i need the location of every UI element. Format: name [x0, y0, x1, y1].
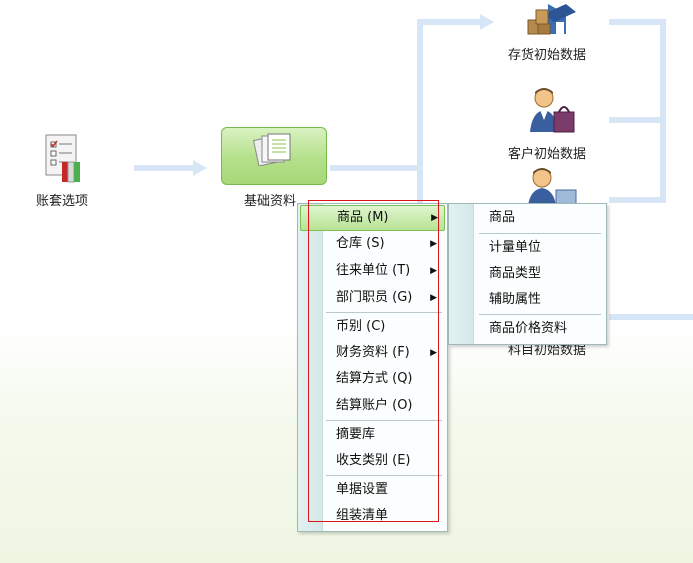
submenu-item-price-data[interactable]: 商品价格资料	[451, 317, 602, 341]
account-node-label: 科目初始数据	[508, 343, 587, 358]
submenu-item-unit[interactable]: 计量单位	[451, 236, 602, 260]
menu-item-label: 商品 (M)	[337, 210, 389, 225]
menu-item-label: 往来单位 (T)	[336, 263, 411, 278]
menu-item-goods[interactable]: 商品 (M) ▶	[300, 205, 445, 231]
submenu-arrow-icon: ▶	[430, 266, 437, 276]
menu-item-document-settings[interactable]: 单据设置	[300, 478, 443, 502]
menu-item-label: 财务资料 (F)	[336, 345, 410, 360]
center-node-label: 基础资料	[244, 194, 297, 209]
submenu-item-aux-attribute[interactable]: 辅助属性	[451, 288, 602, 312]
accountant-icon	[528, 168, 577, 206]
submenu-item-label: 商品类型	[489, 266, 542, 281]
submenu-arrow-icon: ▶	[431, 213, 438, 223]
menu-item-label: 部门职员 (G)	[336, 290, 413, 305]
menu-gutter	[298, 204, 323, 531]
menu-item-settlement-method[interactable]: 结算方式 (Q)	[300, 367, 443, 391]
menu-item-warehouse[interactable]: 仓库 (S) ▶	[300, 232, 443, 256]
menu-separator	[326, 475, 442, 476]
submenu-arrow-icon: ▶	[430, 239, 437, 249]
submenu-item-label: 计量单位	[489, 240, 542, 255]
goods-submenu: 商品 计量单位 商品类型 辅助属性 商品价格资料	[448, 203, 607, 345]
menu-item-label: 单据设置	[336, 482, 389, 497]
submenu-separator	[479, 314, 601, 315]
menu-item-partners[interactable]: 往来单位 (T) ▶	[300, 259, 443, 283]
menu-item-label: 结算方式 (Q)	[336, 371, 413, 386]
menu-separator	[326, 312, 442, 313]
menu-item-income-expense-category[interactable]: 收支类别 (E)	[300, 449, 443, 473]
context-menu: 商品 (M) ▶ 仓库 (S) ▶ 往来单位 (T) ▶ 部门职员 (G) ▶ …	[297, 203, 448, 532]
menu-item-departments-staff[interactable]: 部门职员 (G) ▶	[300, 286, 443, 310]
submenu-gutter	[449, 204, 474, 344]
submenu-arrow-icon: ▶	[430, 348, 437, 358]
menu-item-settlement-account[interactable]: 结算账户 (O)	[300, 394, 443, 418]
menu-item-label: 币别 (C)	[336, 319, 386, 334]
menu-item-label: 收支类别 (E)	[336, 453, 411, 468]
submenu-item-label: 商品	[489, 210, 516, 225]
menu-item-finance-data[interactable]: 财务资料 (F) ▶	[300, 341, 443, 365]
menu-item-label: 组装清单	[336, 508, 389, 523]
menu-item-label: 仓库 (S)	[336, 236, 385, 251]
menu-item-summary-library[interactable]: 摘要库	[300, 423, 443, 447]
submenu-item-label: 辅助属性	[489, 292, 542, 307]
submenu-arrow-icon: ▶	[430, 293, 437, 303]
menu-separator	[326, 420, 442, 421]
submenu-separator	[479, 233, 601, 234]
inventory-node-label: 存货初始数据	[508, 48, 587, 63]
submenu-item-label: 商品价格资料	[489, 321, 568, 336]
submenu-item-goods-type[interactable]: 商品类型	[451, 262, 602, 286]
menu-item-assembly-list[interactable]: 组装清单	[300, 504, 443, 528]
menu-item-currency[interactable]: 币别 (C)	[300, 315, 443, 339]
submenu-item-goods[interactable]: 商品	[451, 206, 602, 230]
document-checklist-icon	[45, 134, 80, 183]
customer-node-label: 客户初始数据	[508, 147, 587, 162]
annotation-box	[308, 200, 439, 522]
start-node-label: 账套选项	[36, 194, 89, 209]
customer-shopping-bag-icon	[530, 88, 575, 133]
warehouse-boxes-icon	[527, 4, 576, 35]
center-node-button[interactable]: 基础资料	[221, 127, 327, 209]
documents-stack-icon	[252, 133, 291, 166]
menu-item-label: 结算账户 (O)	[336, 398, 413, 413]
menu-item-label: 摘要库	[336, 427, 376, 442]
